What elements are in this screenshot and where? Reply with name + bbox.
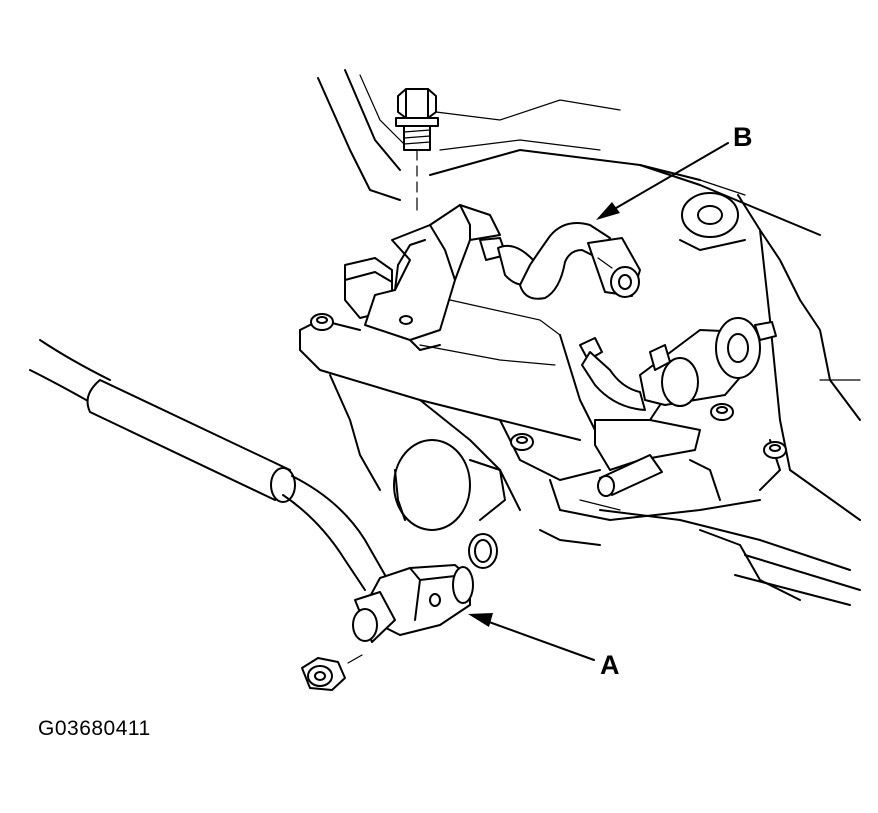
mounting-bracket bbox=[344, 204, 501, 351]
leader-line-a bbox=[468, 613, 595, 661]
figure-code: G03680411 bbox=[38, 717, 151, 740]
engine-block bbox=[299, 69, 861, 606]
nut bbox=[301, 654, 363, 691]
leader-line-b bbox=[596, 142, 729, 220]
hose-b bbox=[479, 222, 641, 300]
valve-assembly bbox=[579, 317, 777, 497]
callout-label-b: B bbox=[733, 122, 753, 152]
cable-assembly bbox=[29, 339, 386, 591]
sensor-a bbox=[352, 533, 498, 643]
bracket-bolt bbox=[395, 88, 439, 211]
callout-label-a: A bbox=[600, 650, 620, 680]
